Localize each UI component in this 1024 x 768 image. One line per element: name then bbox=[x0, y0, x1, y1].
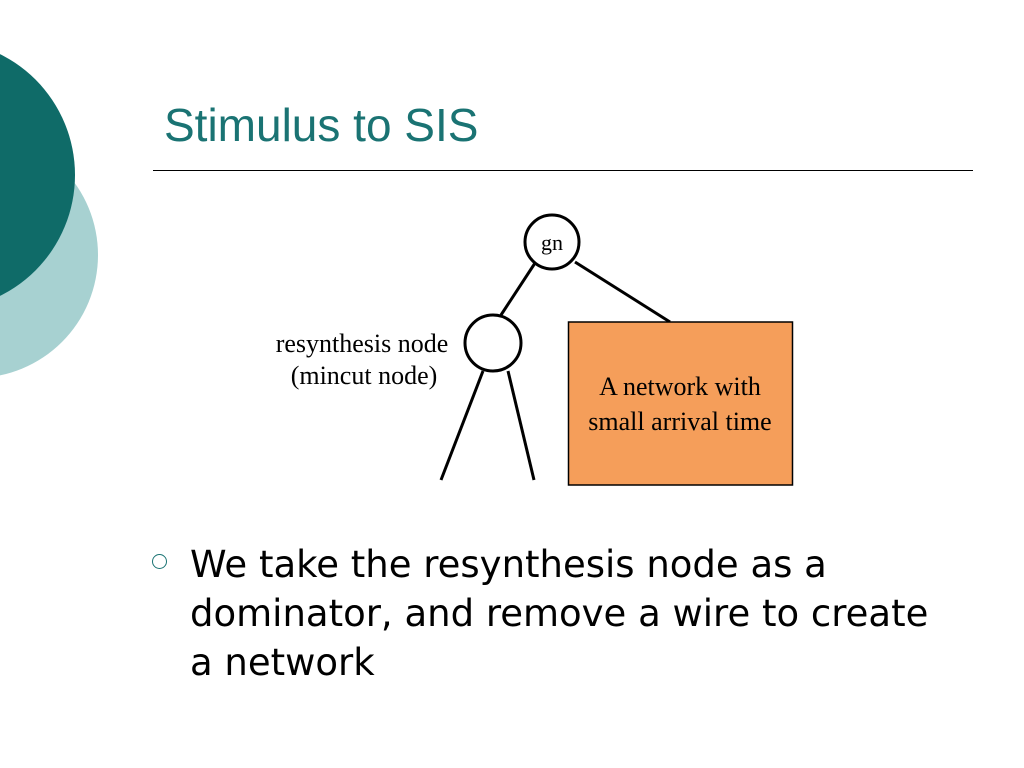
edge-gn-to-resynthesis bbox=[499, 259, 539, 316]
network-box-label-line1: A network with bbox=[599, 372, 761, 401]
decorative-circles bbox=[0, 54, 98, 376]
network-box-label-line2: small arrival time bbox=[588, 407, 771, 436]
gn-node bbox=[523, 213, 581, 271]
resynthesis-node bbox=[463, 313, 523, 373]
title-divider bbox=[153, 170, 973, 171]
network-box bbox=[567, 321, 794, 486]
edge-resynthesis-right-input bbox=[506, 370, 536, 481]
bullet-text: We take the resynthesis node as a domina… bbox=[190, 543, 929, 684]
resynthesis-node-label: resynthesis node bbox=[276, 329, 449, 358]
edge-gn-to-network bbox=[574, 260, 671, 324]
hollow-circle-bullet-icon bbox=[152, 554, 167, 569]
gn-node-label: gn bbox=[541, 230, 563, 255]
mincut-node-label: (mincut node) bbox=[291, 361, 438, 390]
slide-title: Stimulus to SIS bbox=[164, 99, 479, 151]
edge-resynthesis-left-input bbox=[439, 370, 485, 481]
dark-teal-circle bbox=[0, 54, 75, 296]
